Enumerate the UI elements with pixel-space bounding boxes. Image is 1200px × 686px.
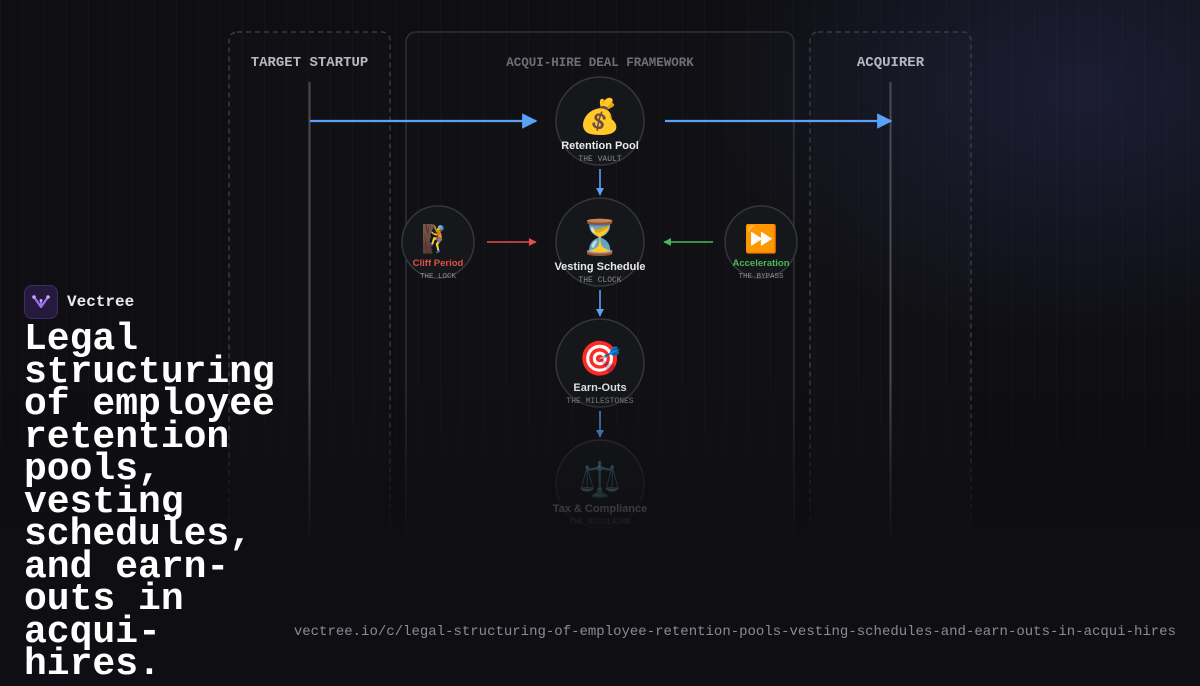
- tax-compliance-title: Tax & Compliance: [553, 503, 648, 515]
- cliff-period-title: Cliff Period: [413, 258, 464, 269]
- vesting-schedule-subtitle: THE CLOCK: [578, 276, 621, 285]
- deal-framework-title: ACQUI-HIRE DEAL FRAMEWORK: [506, 56, 694, 70]
- article-url[interactable]: vectree.io/c/legal-structuring-of-employ…: [293, 624, 1176, 640]
- vesting-schedule-node: ⏳ Vesting Schedule THE CLOCK: [554, 197, 646, 287]
- fast-forward-icon: ⏩: [744, 223, 778, 254]
- cliff-period-subtitle: THE LOCK: [420, 273, 457, 281]
- acceleration-title: Acceleration: [732, 258, 789, 269]
- scales-icon: ⚖️: [579, 460, 621, 499]
- retention-pool-title: Retention Pool: [561, 140, 639, 152]
- brand: Vectree: [24, 285, 134, 319]
- vesting-schedule-title: Vesting Schedule: [554, 261, 645, 273]
- retention-pool-subtitle: THE VAULT: [578, 155, 621, 164]
- tax-compliance-subtitle: THE REGULATOR: [569, 518, 632, 527]
- retention-pool-node: 💰 Retention Pool THE VAULT: [555, 76, 645, 166]
- earn-outs-node: 🎯 Earn-Outs THE MILESTONES: [555, 318, 645, 408]
- vectree-logo-icon: [24, 285, 58, 319]
- earn-outs-title: Earn-Outs: [573, 382, 626, 394]
- hourglass-icon: ⏳: [579, 218, 621, 257]
- target-startup-title: TARGET STARTUP: [251, 55, 369, 71]
- target-icon: 🎯: [579, 340, 621, 378]
- climber-icon: 🧗: [421, 223, 455, 254]
- acceleration-subtitle: THE BYPASS: [738, 273, 784, 281]
- page-headline: Legal structuring of employee retention …: [24, 318, 275, 686]
- acquirer-title: ACQUIRER: [857, 55, 925, 71]
- brand-name: Vectree: [67, 293, 135, 311]
- earn-outs-subtitle: THE MILESTONES: [566, 397, 633, 406]
- money-bag-icon: 💰: [579, 97, 621, 137]
